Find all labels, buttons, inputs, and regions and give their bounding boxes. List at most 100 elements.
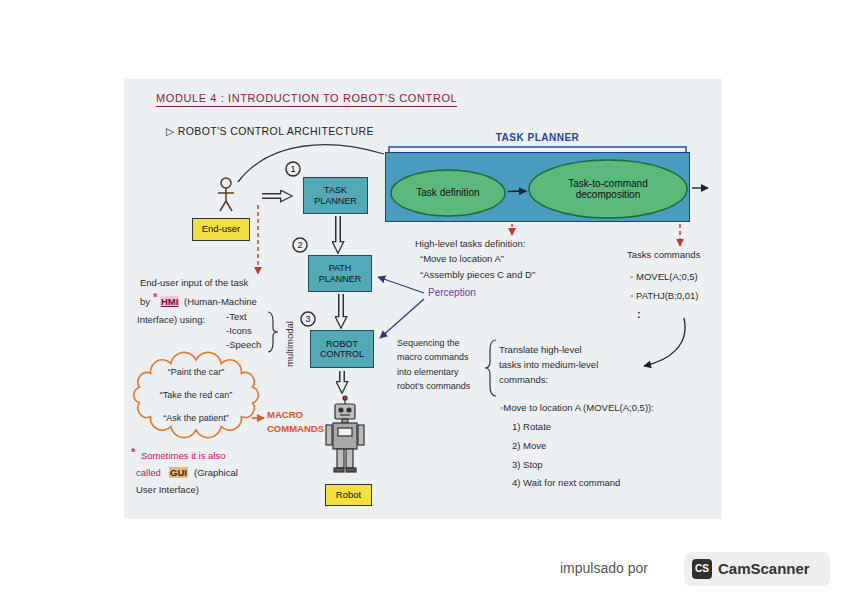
node-text: Task definition <box>416 187 479 199</box>
task-ellipse: Task-to-command decomposition <box>528 159 688 219</box>
scanner-logo: CS <box>692 559 712 579</box>
scanner-badge: CamScanner CS <box>684 552 830 586</box>
command: ◦ MOVEL(A;0,5) <box>630 271 698 282</box>
robot-arm <box>358 425 364 445</box>
step: 3) Stop <box>512 459 543 470</box>
note: High-level tasks definition: <box>415 238 525 249</box>
node-text: “Paint the car” <box>128 367 264 377</box>
stick-figure <box>218 178 234 211</box>
double-arrow-inner <box>261 195 282 198</box>
macro-arrow <box>252 417 264 419</box>
note: “Assembly pieces C and D” <box>420 269 535 280</box>
connector-group <box>338 216 339 243</box>
node-text: CamScanner <box>718 560 810 577</box>
note: by <box>140 296 150 307</box>
double-arrow-inner <box>341 370 344 383</box>
connector-inner <box>340 294 343 318</box>
node-text: TASK PLANNER <box>307 185 364 206</box>
connector <box>508 190 526 192</box>
node-text: CS <box>695 563 709 575</box>
brace <box>268 312 278 352</box>
dashed-arrow <box>511 224 512 235</box>
macro-cloud: “Paint the car”“Take the red can”“Ask th… <box>128 350 264 440</box>
circle-outline <box>286 162 300 176</box>
term: GUI <box>169 467 188 478</box>
process-box: PATH PLANNER <box>308 255 372 292</box>
dashed-arrow <box>679 224 680 246</box>
step: 2) Move <box>512 440 546 451</box>
note: End-user input of the task <box>140 277 248 288</box>
output-arrow <box>692 187 708 188</box>
watermark: impulsado por <box>560 560 648 577</box>
perception-arrow <box>378 277 424 293</box>
perception-label: Perception <box>428 287 476 299</box>
node-text: End-user <box>202 224 241 235</box>
footnote: (Graphical <box>194 467 238 478</box>
robot-box: Robot <box>325 484 372 506</box>
robot-body <box>333 423 357 449</box>
list-item: -Speech <box>226 339 261 350</box>
footnote: User Interface) <box>136 484 199 495</box>
note: Tasks commands <box>627 249 700 260</box>
footnote: called <box>136 467 161 478</box>
connector-group <box>341 294 342 318</box>
connector-inner <box>337 216 340 243</box>
group-label: multimodal <box>284 321 295 367</box>
node-text: Task-to-command decomposition <box>552 178 664 201</box>
note: (Human-Machine <box>184 296 257 307</box>
macro-label: MACRO COMMANDS <box>267 408 331 436</box>
brace <box>485 340 496 396</box>
node-text: “Take the red can” <box>128 390 264 400</box>
note: Interface) using: <box>137 314 205 325</box>
paper-sheet <box>124 79 722 519</box>
footnote-mark: * <box>153 291 157 304</box>
circle-outline <box>301 312 315 326</box>
note: “Move to location A” <box>420 253 504 264</box>
robot-mouth <box>340 414 350 415</box>
section-heading: ▷ ROBOT'S CONTROL ARCHITECTURE <box>166 125 374 138</box>
node-text: TASK PLANNER <box>386 132 689 144</box>
ellipse-outline <box>391 170 505 216</box>
note: Sequencing the macro commands into eleme… <box>397 336 481 394</box>
ellipse-outline <box>529 160 687 218</box>
node-text: 2 <box>297 240 302 250</box>
list-item: -Icons <box>226 325 252 336</box>
list-item: -Text <box>226 311 247 322</box>
note: Translate high-level tasks into medium-l… <box>499 342 599 388</box>
command: ◦ PATHJ(B;0,01) <box>630 290 698 301</box>
command-arrow <box>644 318 685 366</box>
node-text: 1 <box>290 164 295 174</box>
double-arrow <box>339 371 345 382</box>
robot-leg <box>346 449 353 468</box>
robot-eye <box>347 408 351 412</box>
callout-number: 2 <box>292 237 308 253</box>
callout-number: 3 <box>300 311 316 327</box>
figure-head <box>221 178 231 188</box>
process-box: ROBOT CONTROL <box>310 330 374 368</box>
figure-arms <box>218 192 234 194</box>
figure-legs <box>220 201 232 211</box>
robot-neck <box>342 419 348 423</box>
command: ◦Move to location A (MOVEL(A;0,5)): <box>500 402 654 413</box>
robot-arm <box>326 425 332 445</box>
footnote: Sometimes it is also <box>141 450 225 461</box>
robot-head <box>335 404 355 419</box>
callout-number: 1 <box>285 161 301 177</box>
dashed-arrow <box>257 205 258 274</box>
task-ellipse: Task definition <box>390 169 506 217</box>
connector <box>335 216 341 242</box>
step: 1) Rotate <box>512 421 551 432</box>
connector-group <box>508 191 526 192</box>
perception-arrow <box>380 299 424 338</box>
footnote-mark: * <box>131 446 135 459</box>
process-box: TASK PLANNER <box>303 177 368 214</box>
robot-antenna-tip <box>343 396 347 400</box>
robot-illustration <box>326 396 364 472</box>
node-text: 3 <box>305 314 310 324</box>
robot-leg <box>337 449 344 468</box>
robot-eye <box>339 408 343 412</box>
circle-outline <box>293 238 307 252</box>
page-title: MODULE 4 : INTRODUCTION TO ROBOT'S CONTR… <box>156 92 457 107</box>
